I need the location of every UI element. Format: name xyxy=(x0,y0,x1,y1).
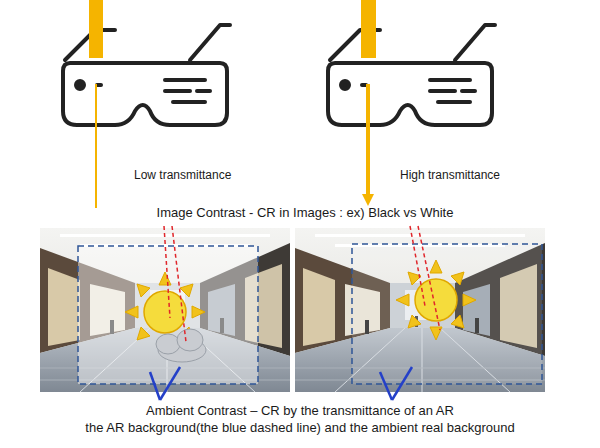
light-beam xyxy=(89,0,103,58)
light-beam xyxy=(361,0,376,58)
ar-glasses xyxy=(63,25,230,125)
ambient-contrast-label: the AR background(the blue dashed line) … xyxy=(85,420,514,435)
ambient-contrast-label: Ambient Contrast – CR by the transmittan… xyxy=(146,403,454,418)
scene-photo xyxy=(40,226,290,400)
arrow-head xyxy=(362,194,374,206)
image-contrast-label: Image Contrast - CR in Images : ex) Blac… xyxy=(157,205,454,220)
transmitted-light xyxy=(95,84,97,208)
ar-glasses xyxy=(328,25,495,125)
scene-photo xyxy=(295,226,545,400)
transmitted-light xyxy=(366,84,370,196)
transmittance-label: High transmittance xyxy=(400,168,500,182)
transmittance-label: Low transmittance xyxy=(134,168,231,182)
